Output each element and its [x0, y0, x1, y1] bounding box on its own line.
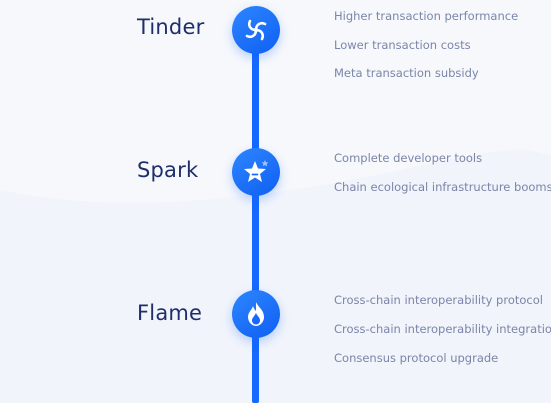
star-icon — [232, 148, 280, 196]
feature-item: Higher transaction performance — [334, 9, 519, 23]
stage-title: Spark — [137, 158, 199, 182]
feature-item: Cross-chain interoperability protocol — [334, 293, 543, 307]
feature-item: Cross-chain interoperability integration — [334, 322, 551, 336]
stage-title: Flame — [137, 301, 203, 325]
feature-item: Lower transaction costs — [334, 38, 471, 52]
timeline-line — [252, 36, 259, 403]
feature-item: Consensus protocol upgrade — [334, 351, 499, 365]
swirl-icon — [232, 6, 280, 54]
stage-title: Tinder — [137, 15, 205, 39]
feature-item: Chain ecological infrastructure booms — [334, 180, 551, 194]
feature-item: Complete developer tools — [334, 151, 483, 165]
flame-icon — [232, 290, 280, 338]
feature-item: Meta transaction subsidy — [334, 66, 479, 80]
